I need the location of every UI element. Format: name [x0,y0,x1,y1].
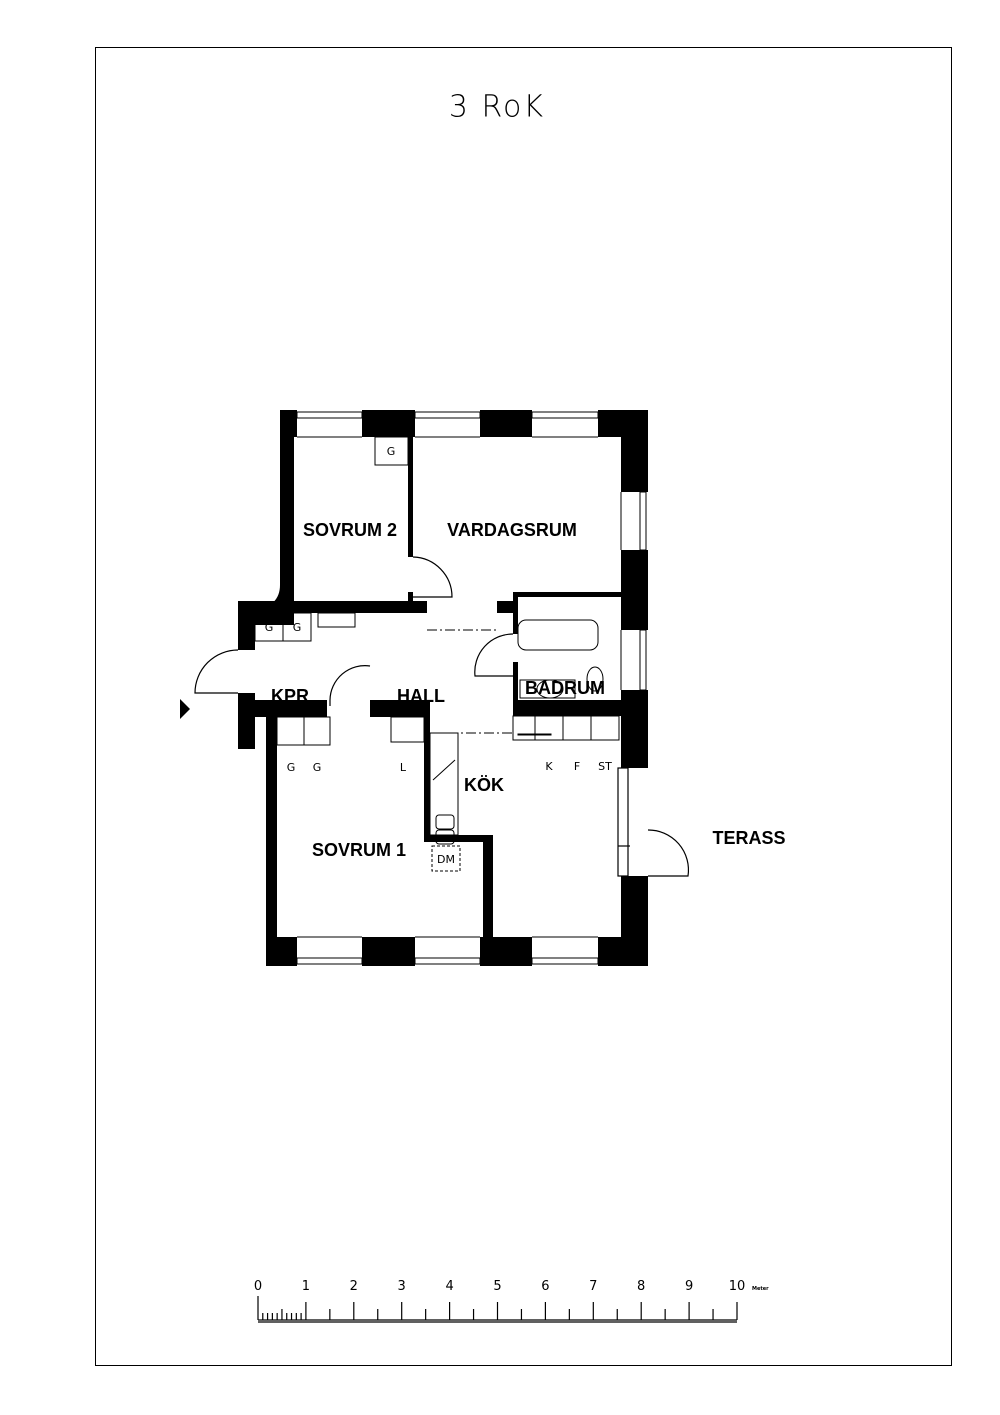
door-sovrum1 [329,665,371,706]
fixture-dishwasher-label: DM [437,853,455,866]
scale-tick-label: 1 [302,1279,310,1294]
scale-tick-label: 4 [445,1279,453,1294]
scale-tick-label: 9 [685,1279,693,1294]
plan-title: 3 RoK [449,90,545,125]
scale-tick-label: 10 [729,1279,746,1294]
room-labels: SOVRUM 2 VARDAGSRUM KPR HALL BADRUM KÖK … [271,520,786,860]
scale-tick-label: 0 [254,1279,262,1294]
drawing-frame [95,47,952,1366]
windows [296,411,647,965]
door-entrance [194,649,239,694]
fixture-wardrobe-label: G [387,445,396,458]
room-kok: KÖK [464,775,504,795]
fixture-linen-label: L [400,761,407,774]
room-vardagsrum: VARDAGSRUM [447,520,577,540]
fixture-stove-label: ST [598,760,612,773]
fixture-wardrobe-label: G [313,761,322,774]
scale-tick-label: 2 [350,1279,358,1294]
entrance-arrow-icon [180,699,190,719]
room-terass: TERASS [712,828,785,848]
fixture-wardrobe-label: G [265,621,274,634]
fixture-wardrobe-label: G [287,761,296,774]
scale-tick-label: 3 [398,1279,406,1294]
scale-bar [257,1296,738,1323]
scale-tick-label: 8 [637,1279,645,1294]
fixture-frys-label: F [574,760,580,773]
scale-unit: Meter [752,1286,769,1292]
fixture-kyl-label: K [545,760,553,773]
door-sovrum2 [412,556,453,598]
room-hall: HALL [397,686,445,706]
scale-tick-label: 7 [589,1279,597,1294]
door-terass [647,829,690,877]
scale-tick-label: 6 [541,1279,549,1294]
walls [238,410,648,966]
room-sovrum1: SOVRUM 1 [312,840,406,860]
room-kpr: KPR [271,686,309,706]
doors [194,556,690,877]
fixture-wardrobe-label: G [293,621,302,634]
room-badrum: BADRUM [525,678,605,698]
door-badrum [474,633,514,677]
fixtures [254,436,620,872]
room-sovrum2: SOVRUM 2 [303,520,397,540]
scale-tick-label: 5 [493,1279,501,1294]
